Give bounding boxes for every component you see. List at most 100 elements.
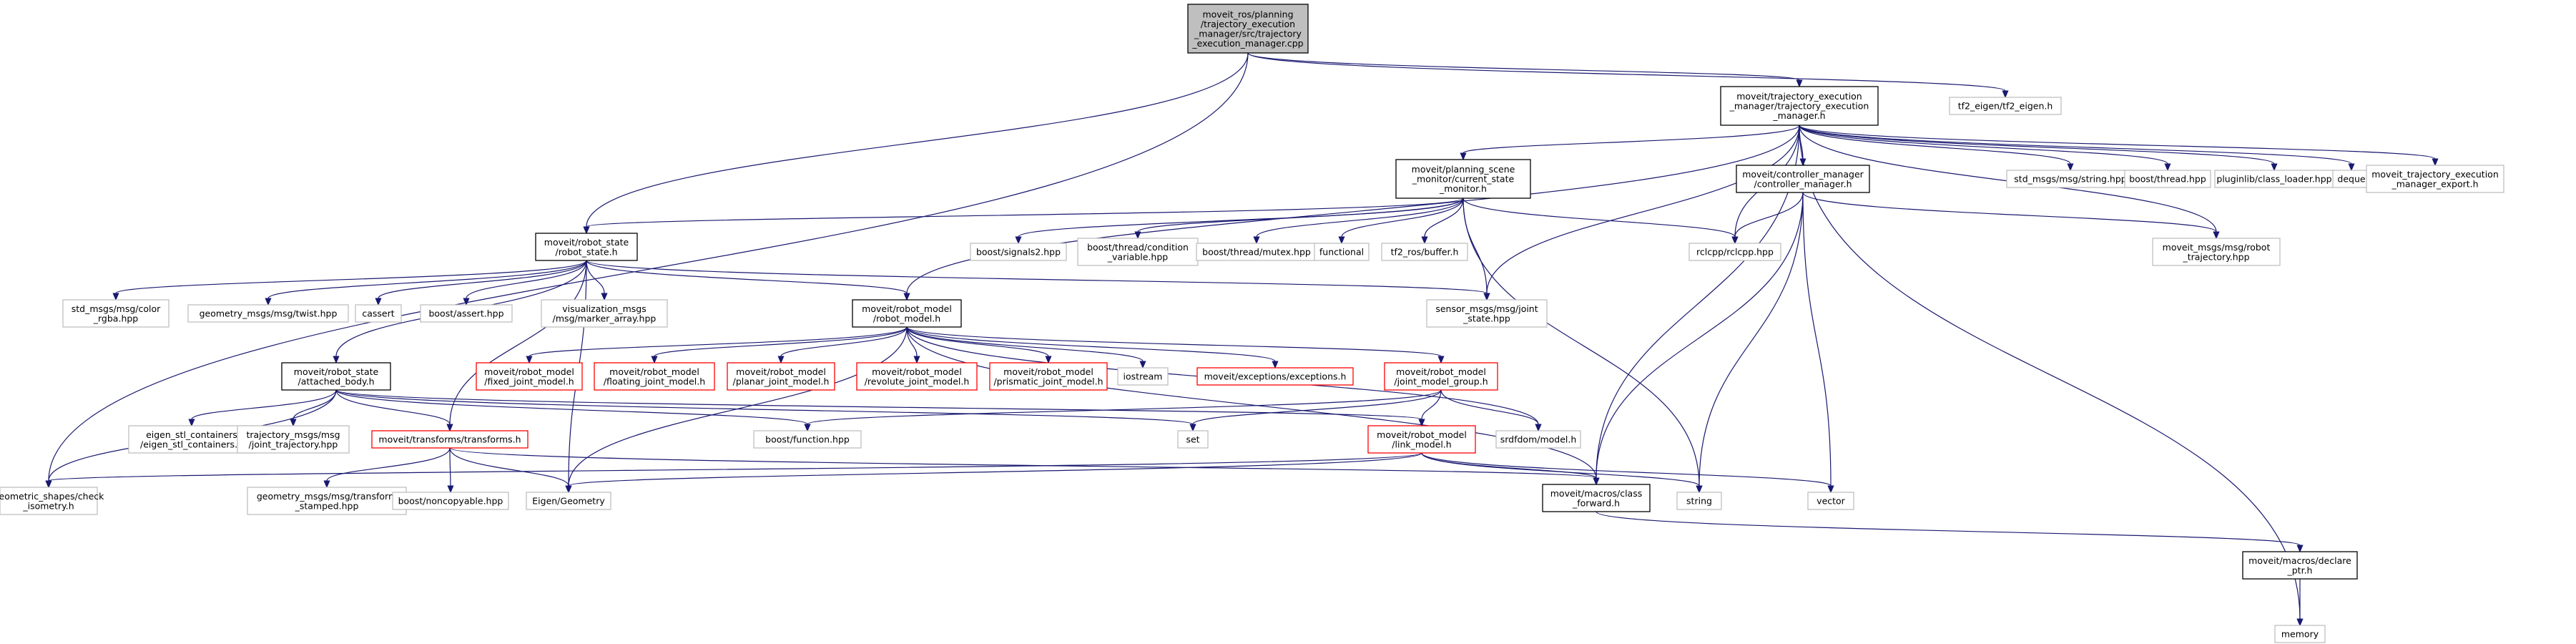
node-label-line: /planar_joint_model.h: [733, 376, 830, 386]
edge-transforms-to-tf_stamped: [323, 447, 451, 489]
node-label-line: /floating_joint_model.h: [604, 376, 705, 386]
node-label-line: /joint_model_group.h: [1394, 376, 1488, 386]
node-label-line: boost/signals2.hpp: [976, 247, 1061, 258]
edge-robot_model-to-iostream: [906, 326, 1146, 369]
edge-link_model-to-check_iso: [45, 452, 1422, 489]
arrowhead: [2432, 158, 2439, 167]
edge-root-to-tem_h: [1247, 52, 1803, 88]
node-joint-state: sensor_msgs/msg/joint_state.hpp: [1426, 299, 1548, 328]
node-exceptions[interactable]: moveit/exceptions/exceptions.h: [1196, 367, 1354, 386]
node-fixed-jm[interactable]: moveit/robot_model/fixed_joint_model.h: [476, 362, 583, 391]
node-box: [535, 233, 638, 261]
node-tf2-eigen: tf2_eigen/tf2_eigen.h: [1949, 97, 2062, 115]
node-cm[interactable]: moveit/controller_manager/controller_man…: [1736, 165, 1870, 193]
edge-cm-to-string: [1696, 192, 1804, 494]
arrowhead: [2296, 545, 2304, 553]
node-attached-body[interactable]: moveit/robot_state/attached_body.h: [281, 362, 391, 391]
node-jmg[interactable]: moveit/robot_model/joint_model_group.h: [1384, 362, 1498, 391]
node-floating-jm[interactable]: moveit/robot_model/floating_joint_model.…: [594, 362, 715, 391]
edge-robot_model-to-floating_jm: [651, 326, 908, 364]
node-box: [1314, 243, 1370, 261]
node-transforms[interactable]: moveit/transforms/transforms.h: [371, 430, 529, 449]
arrowhead: [1421, 236, 1428, 245]
node-box: [392, 492, 509, 510]
node-label-line: sensor_msgs/msg/joint: [1435, 303, 1538, 314]
node-csm[interactable]: moveit/planning_scene_monitor/current_st…: [1395, 159, 1531, 199]
node-label-line: moveit/macros/class: [1550, 488, 1642, 499]
node-revolute-jm[interactable]: moveit/robot_model/revolute_joint_model.…: [856, 362, 978, 391]
node-label-line: /link_model.h: [1392, 439, 1451, 449]
node-label-line: /eigen_stl_containers.h: [140, 439, 243, 449]
node-label-line: moveit/robot_model: [484, 366, 574, 377]
arrowhead: [583, 226, 590, 235]
node-cond-var: boost/thread/condition_variable.hpp: [1077, 238, 1199, 266]
edge-robot_model-to-prismatic_jm: [906, 326, 1052, 364]
edge-transforms-to-noncopyable: [447, 447, 454, 494]
node-label-line: trajectory_msgs/msg: [246, 429, 340, 440]
node-cassert: cassert: [355, 304, 402, 323]
edge-attached_body-to-boost_function: [335, 389, 811, 432]
node-label-line: functional: [1319, 247, 1364, 258]
edge-csm-to-cond_var: [1134, 197, 1464, 240]
node-tf-stamped: geometry_msgs/msg/transform_stamped.hpp: [247, 487, 407, 515]
edge-tem_h-to-boost_thread: [1799, 125, 2171, 172]
node-box: [1807, 492, 1854, 510]
arrowhead: [2348, 163, 2355, 172]
node-box: [541, 299, 668, 328]
node-label-line: _execution_manager.cpp: [1191, 38, 1303, 49]
node-label-line: moveit_msgs/msg/robot: [2163, 242, 2271, 253]
edge-cm-to-robot_traj: [1802, 192, 2220, 240]
node-robot-state[interactable]: moveit/robot_state/robot_state.h: [535, 233, 638, 261]
edge-jmg-to-srdfdom: [1440, 389, 1542, 432]
node-memory: memory: [2274, 625, 2326, 643]
arrowhead: [913, 356, 920, 364]
edge-tem_h-to-joint_state: [1483, 125, 1800, 301]
node-tem-h[interactable]: moveit/trajectory_execution_manager/traj…: [1720, 86, 1879, 126]
node-root[interactable]: moveit_ros/planning/trajectory_execution…: [1187, 4, 1309, 54]
arrowhead: [1134, 231, 1141, 240]
node-label-line: boost/thread/condition: [1087, 242, 1189, 253]
dependency-edges: [45, 52, 2439, 627]
node-box: [420, 304, 513, 323]
node-robot-model[interactable]: moveit/robot_model/robot_model.h: [852, 299, 962, 328]
arrowhead: [2271, 163, 2278, 172]
node-label-line: _monitor.h: [1439, 183, 1487, 194]
node-boost-assert: boost/assert.hpp: [420, 304, 513, 323]
node-label-line: geometry_msgs/msg/transform: [257, 491, 397, 502]
node-iostream: iostream: [1117, 367, 1169, 386]
node-box: [1187, 4, 1309, 54]
node-label-line: _variable.hpp: [1107, 251, 1169, 262]
edge-csm-to-robot_state: [583, 197, 1464, 235]
node-box: [594, 362, 715, 391]
arrowhead: [601, 293, 608, 301]
edge-robot_model-to-planar_jm: [777, 326, 908, 364]
edge-attached_body-to-joint_traj: [290, 389, 337, 427]
node-label-line: srdfdom/model.h: [1500, 434, 1577, 445]
node-label-line: tf2_eigen/tf2_eigen.h: [1958, 101, 2053, 112]
arrowhead: [463, 298, 470, 306]
edge-robot_model-to-eigen_geometry: [565, 326, 908, 494]
node-label-line: /joint_trajectory.hpp: [249, 439, 338, 449]
node-prismatic-jm[interactable]: moveit/robot_model/prismatic_joint_model…: [989, 362, 1108, 391]
edge-robot_model-to-exceptions: [906, 326, 1279, 369]
edge-jmg-to-boost_function: [804, 389, 1442, 432]
edge-robot_model-to-fixed_jm: [526, 326, 908, 364]
edge-robot_state-to-twist: [265, 260, 587, 306]
node-label-line: /msg/marker_array.hpp: [553, 313, 657, 323]
node-declare-ptr[interactable]: moveit/macros/declare_ptr.h: [2242, 551, 2358, 580]
node-label-line: Eigen/Geometry: [532, 496, 605, 507]
node-planar-jm[interactable]: moveit/robot_model/planar_joint_model.h: [727, 362, 835, 391]
node-class-fwd[interactable]: moveit/macros/class_forward.h: [1542, 484, 1651, 512]
node-label-line: /prismatic_joint_model.h: [993, 376, 1103, 386]
node-boost-thread: boost/thread.hpp: [2124, 170, 2211, 188]
edge-tem_h-to-deque: [1799, 125, 2355, 172]
edge-robot_state-to-cassert: [375, 260, 587, 306]
node-box: [1177, 430, 1209, 449]
node-link-model[interactable]: moveit/robot_model/link_model.h: [1367, 425, 1476, 454]
arrowhead: [333, 356, 340, 364]
arrowhead: [1827, 485, 1834, 494]
node-box: [2274, 625, 2326, 643]
node-label-line: deque: [2337, 174, 2365, 185]
node-box: [355, 304, 402, 323]
node-twist: geometry_msgs/msg/twist.hpp: [187, 304, 349, 323]
